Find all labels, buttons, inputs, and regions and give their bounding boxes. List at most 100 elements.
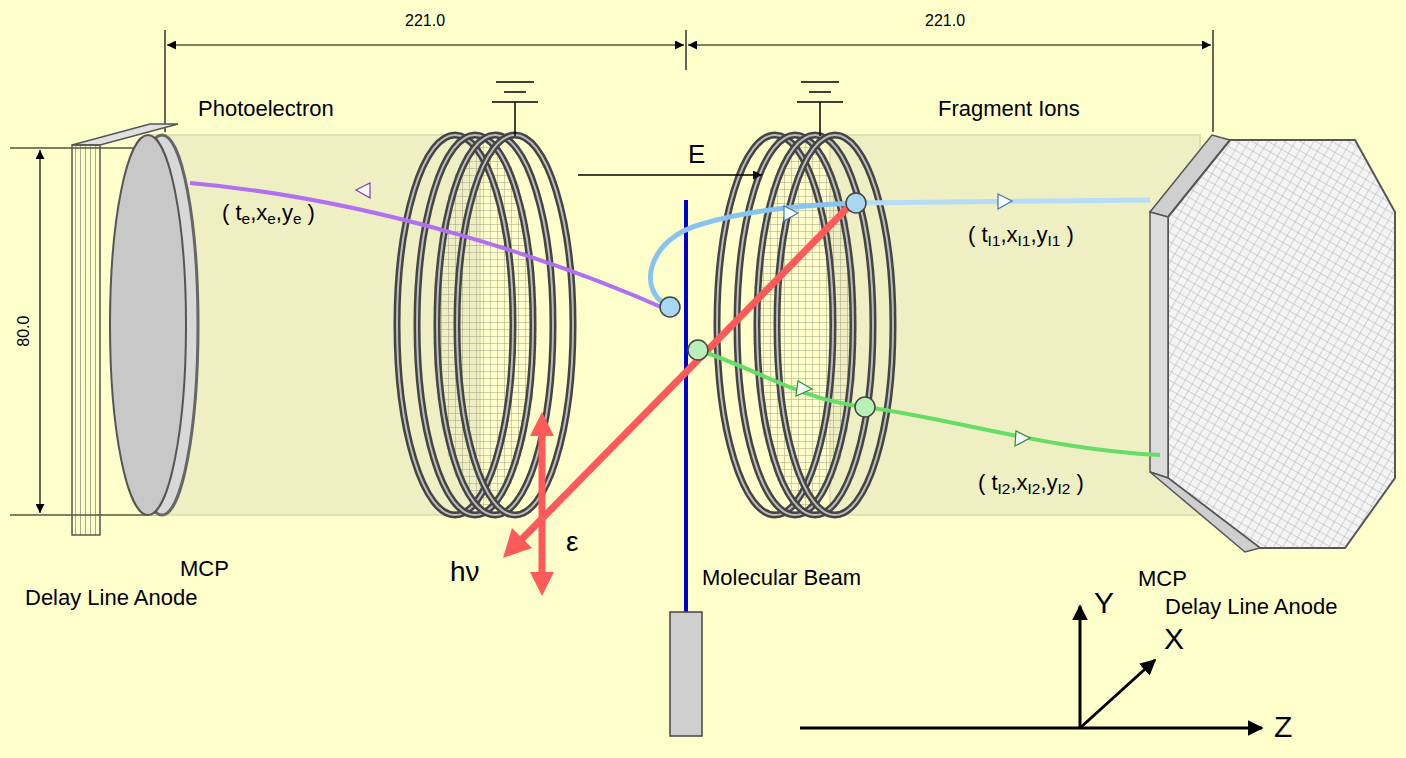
part-label: Delay Line Anode [25,585,197,610]
photon-beam-part [503,528,532,558]
photon-beam-part [530,572,554,596]
part-label: MCP [180,556,229,581]
trajectories-part [1015,431,1030,446]
ion-detector-part [1150,212,1168,478]
coordinate-axes-part [1080,660,1155,728]
text-run: ) [1060,222,1073,247]
text-run: ( t [978,470,998,495]
molecular-beam-part [670,612,702,736]
axis-label: Z [1274,710,1292,745]
dimension-lines-part [167,44,684,45]
electrode-rings-left-part [457,135,573,515]
trajectories-part [688,340,708,360]
electrode-rings-right-part [753,141,857,509]
text-run: ,x [250,200,267,225]
power-supply-symbol-part [801,81,839,83]
dimension-lines-part [688,44,1211,45]
subscript: I1 [988,232,1001,249]
flight-tubes-part [830,135,1200,515]
subscript: I1 [1018,232,1031,249]
text-run: ,x [1010,470,1027,495]
subscript: I1 [1048,232,1061,249]
dimension-label: 221.0 [405,12,445,30]
text-run: ,y [1030,222,1047,247]
electrode-rings-right-part [777,135,893,515]
dimension-lines-part [685,30,686,70]
trajectories-part [998,194,1012,209]
coordinate-label: ( tI2,xI2,yI2 ) [978,470,1084,495]
electrode-rings-left-part [457,135,573,515]
electrode-rings-right [717,135,893,515]
subscript: e [293,210,302,227]
axis-label: Y [1094,586,1114,621]
coordinate-label: ( tI1,xI1,yI1 ) [968,222,1074,247]
dimension-lines [10,30,1213,515]
axis-label: X [1164,622,1184,657]
coordinate-axes [800,606,1262,728]
power-supply-symbol-part [809,91,831,93]
electron-detector-part [110,135,186,515]
coordinate-axes-part [800,727,1262,730]
text-run: ( t [222,200,242,225]
polarization-label: ε [566,526,578,558]
trajectories-part [784,206,798,221]
dimension-lines-part [39,150,40,513]
field-arrow [578,175,762,176]
photon-beam-part [530,412,554,436]
ion-detector-part [1168,140,1395,548]
power-supply-symbol-part [819,102,821,136]
subscript: I2 [1058,480,1071,497]
trajectories-part [650,203,856,306]
text-run: ,x [1000,222,1017,247]
trajectories [190,183,1160,455]
flight-tubes [150,135,1200,515]
trajectories-part [855,397,875,417]
part-label: MCP [1138,566,1187,591]
coordinate-label: ( te,xe,ye ) [222,200,315,225]
trajectories-part [190,183,668,310]
region-label: Fragment Ions [938,96,1080,121]
subscript: e [242,210,251,227]
subscript: I2 [998,480,1011,497]
photon-beam-part [520,195,860,541]
photon-beam-part [539,432,546,578]
power-supply-symbol-part [496,81,534,83]
part-label: Molecular Beam [702,565,861,590]
ion-detector-part [1150,472,1260,552]
molecular-beam [670,200,702,736]
electrode-rings-left-part [433,141,537,509]
dimension-lines-part [164,30,165,132]
trajectories-part [846,193,866,213]
power-supply-symbol [492,82,843,136]
ion-detector-part [1168,140,1395,548]
power-supply-symbol-part [797,101,843,103]
part-label: Delay Line Anode [1165,594,1337,619]
power-supply-symbol-part [492,101,538,103]
text-run: ) [302,200,315,225]
ion-detector [1150,135,1395,552]
field-label: E [688,140,705,170]
text-run: ) [1070,470,1083,495]
subscript: I2 [1028,480,1041,497]
region-label: Photoelectron [198,96,334,121]
subscript: e [267,210,276,227]
trajectories-part [356,183,370,198]
dimension-label: 80.0 [16,312,34,349]
trajectories-part [698,350,1160,455]
electron-detector-part [72,145,100,535]
text-run: ,y [1040,470,1057,495]
trajectories-part [660,297,680,317]
dimension-label: 221.0 [925,12,965,30]
coordinate-axes-part [1079,606,1082,728]
trajectories-part [796,381,812,396]
electrode-rings-right-part [777,135,893,515]
field-arrow-part [578,174,762,176]
electrode-rings-left [397,135,573,515]
power-supply-symbol-part [504,91,526,93]
text-run: ( t [968,222,988,247]
electron-detector [72,124,198,535]
power-supply-symbol-part [514,102,516,136]
text-run: ,y [276,200,293,225]
